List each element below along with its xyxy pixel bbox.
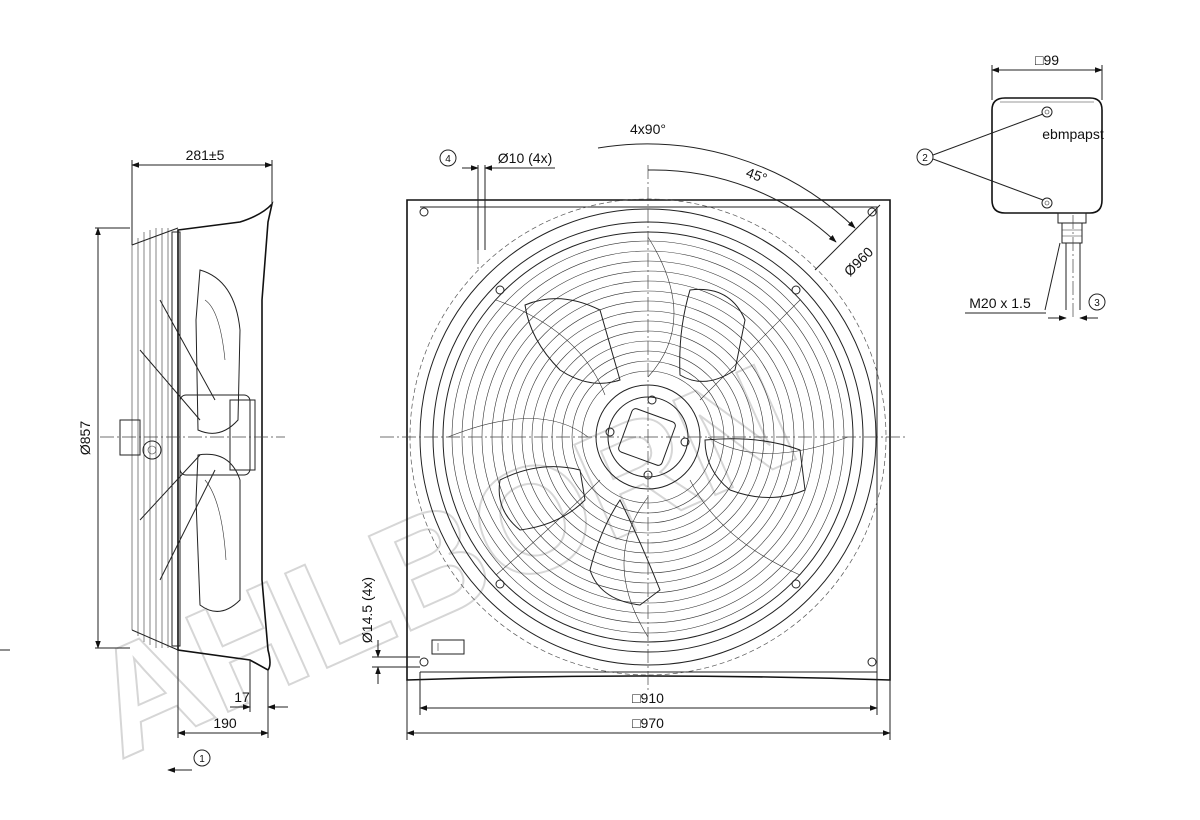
- diameter-label: Ø857: [77, 421, 93, 455]
- side-view: Ø857 281±5 17 190 1: [0, 147, 288, 773]
- angle-label: 45°: [744, 164, 769, 186]
- hole-callout: 4: [445, 154, 451, 165]
- front-view: Ø960 45° 4x90° Ø10 (4x) 4 Ø14.5 (4x) □91…: [359, 121, 905, 740]
- offset-label: 17: [234, 689, 250, 705]
- thread-label: M20 x 1.5: [969, 295, 1031, 311]
- bolt-circle-label: Ø960: [841, 244, 877, 280]
- depth-label: 281±5: [186, 147, 225, 163]
- base-depth-label: 190: [213, 715, 237, 731]
- airflow-callout: 1: [199, 754, 205, 765]
- terminal-box: ebmpapst □99 2 M20 x 1.5 3: [916, 52, 1106, 321]
- outer-square-label: □970: [632, 715, 664, 731]
- screws-callout: 2: [922, 153, 928, 164]
- hole-label: Ø10 (4x): [498, 150, 552, 166]
- box-size-label: □99: [1035, 52, 1059, 68]
- rotation-label: 4x90°: [630, 121, 666, 137]
- brand-label: ebmpapst: [1042, 126, 1104, 142]
- inner-square-label: □910: [632, 690, 664, 706]
- gland-callout: 3: [1094, 298, 1100, 309]
- mount-hole-label: Ø14.5 (4x): [359, 577, 375, 643]
